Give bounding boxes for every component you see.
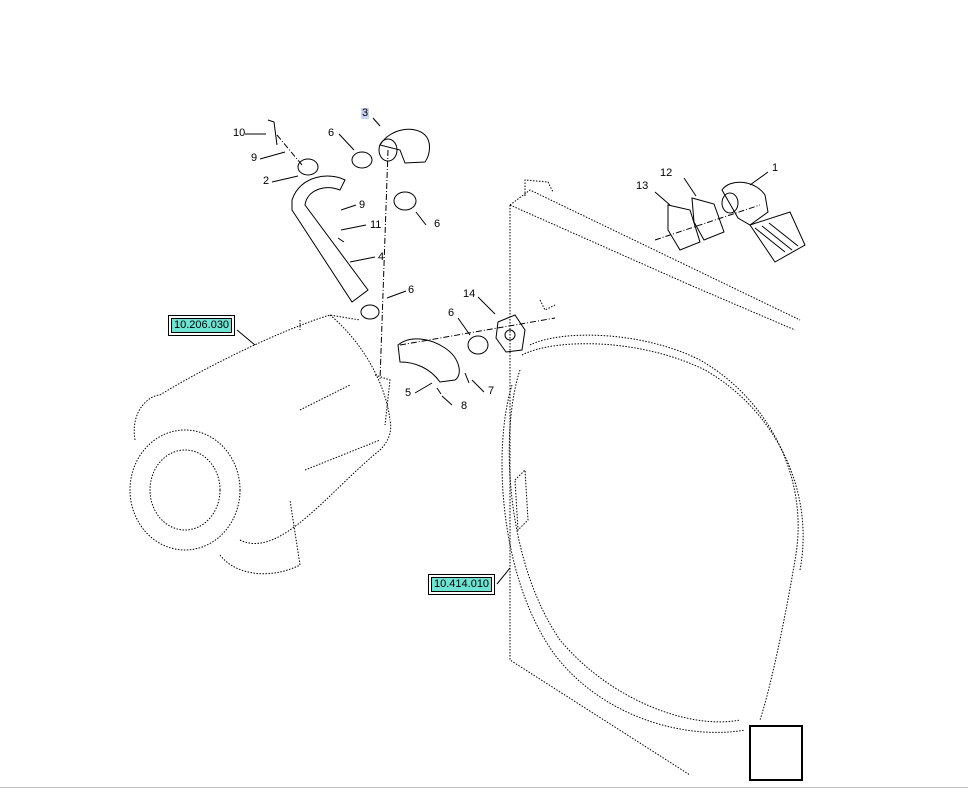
- radiator-assembly: [501, 179, 804, 776]
- callout-6-right: 6: [434, 218, 441, 230]
- air-cleaner-assembly: [129, 314, 392, 575]
- callout-9-upper: 9: [251, 152, 258, 164]
- callout-2: 2: [263, 175, 270, 187]
- outlet-pipe-1: [721, 181, 806, 263]
- gasket-14: [495, 314, 526, 353]
- assembly-centerlines: [276, 134, 761, 381]
- clamps-6: [297, 151, 489, 355]
- callout-13: 13: [636, 180, 649, 192]
- callout-6-mid: 6: [408, 284, 415, 296]
- small-hardware: [267, 119, 470, 395]
- callout-8: 8: [461, 400, 468, 412]
- callout-1: 1: [772, 162, 779, 174]
- elbow-3: [378, 128, 430, 164]
- bottom-divider: [0, 787, 968, 788]
- callout-3-selected[interactable]: 3: [361, 107, 370, 119]
- callout-5: 5: [405, 387, 412, 399]
- ref-link-radiator[interactable]: 10.414.010: [431, 577, 493, 592]
- callout-12: 12: [660, 167, 673, 179]
- hose-4: [291, 175, 369, 303]
- callout-10: 10: [233, 127, 246, 139]
- callout-6-lower: 6: [448, 307, 455, 319]
- brackets-12-13: [667, 197, 725, 251]
- callout-6-top-left: 6: [328, 127, 335, 139]
- callout-11: 11: [370, 219, 382, 231]
- callout-14: 14: [463, 288, 476, 300]
- callout-7: 7: [488, 385, 495, 397]
- callout-9-lower: 9: [359, 199, 366, 211]
- leader-lines: [236, 117, 769, 585]
- hose-5: [397, 338, 460, 383]
- return-button[interactable]: [749, 725, 803, 781]
- callout-4: 4: [378, 251, 385, 263]
- ref-link-air-cleaner[interactable]: 10.206.030: [171, 318, 233, 333]
